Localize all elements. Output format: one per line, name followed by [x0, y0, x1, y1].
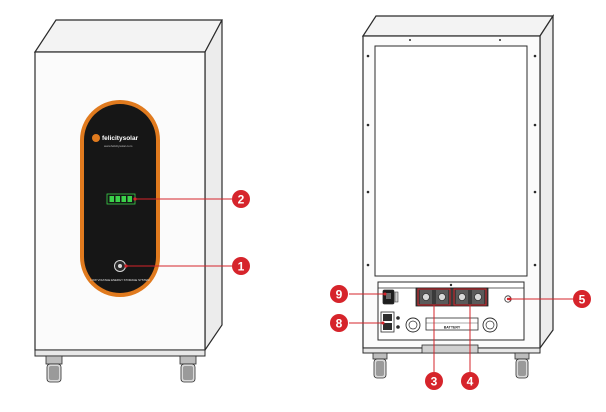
rear-cabinet-top — [361, 15, 555, 37]
brand-name: felicitysolar — [102, 135, 139, 142]
callout-5-badge — [573, 290, 591, 308]
rear-left-caster — [372, 352, 388, 379]
power-switch-center — [118, 264, 122, 268]
callout-4-number: 4 — [467, 375, 474, 389]
left-cable-gland — [405, 317, 421, 333]
front-right-caster — [179, 355, 197, 383]
right-cable-gland — [482, 317, 498, 333]
rear-cabinet-side — [539, 13, 554, 350]
callout-8-dot — [381, 321, 385, 325]
battery-bar — [115, 196, 120, 202]
front-cabinet-side — [204, 19, 223, 352]
rear-cover-plate — [374, 45, 528, 277]
callout-5-number: 5 — [579, 293, 586, 307]
callout-3-badge — [425, 372, 443, 390]
callout-5-dot — [508, 297, 512, 301]
front-cabinet-base — [34, 349, 206, 357]
callout-3-number: 3 — [431, 375, 438, 389]
rear-center-bracket — [421, 344, 479, 354]
callout-4-badge — [461, 372, 479, 390]
rear-view: BATTERY 9 — [330, 13, 591, 390]
callout-2-number: 2 — [238, 193, 245, 207]
callout-9-number: 9 — [336, 288, 343, 302]
product-line-label: LOW VOLTAGE ENERGY STORAGE SYSTEM — [90, 278, 150, 282]
battery-label-plate — [425, 317, 479, 331]
front-left-caster — [45, 355, 63, 383]
battery-bar — [127, 196, 132, 202]
callout-1-badge — [232, 257, 250, 275]
callout-2-badge — [232, 190, 250, 208]
battery-bar — [109, 196, 114, 202]
battery-bar — [121, 196, 126, 202]
callout-8-badge — [330, 314, 348, 332]
callout-1-dot — [124, 264, 128, 268]
callout-1-number: 1 — [238, 260, 245, 274]
rear-right-caster — [514, 352, 530, 379]
callout-2-dot — [133, 197, 137, 201]
terminal-posts — [420, 290, 484, 304]
callout-9-badge — [330, 285, 348, 303]
rear-plate-screws — [366, 39, 537, 267]
front-cabinet-top — [33, 19, 223, 53]
callout-9-dot — [383, 292, 387, 296]
brand-tagline: www.felicitysolar.com — [104, 144, 133, 148]
battery-terminal-block — [415, 287, 489, 307]
battery-indicator-bars — [109, 196, 132, 202]
callout-8-number: 8 — [336, 317, 343, 331]
battery-terminal-label: BATTERY — [444, 326, 461, 330]
front-view: felicitysolar www.felicitysolar.com LOW … — [33, 19, 250, 383]
brand-logo-icon — [92, 134, 100, 142]
